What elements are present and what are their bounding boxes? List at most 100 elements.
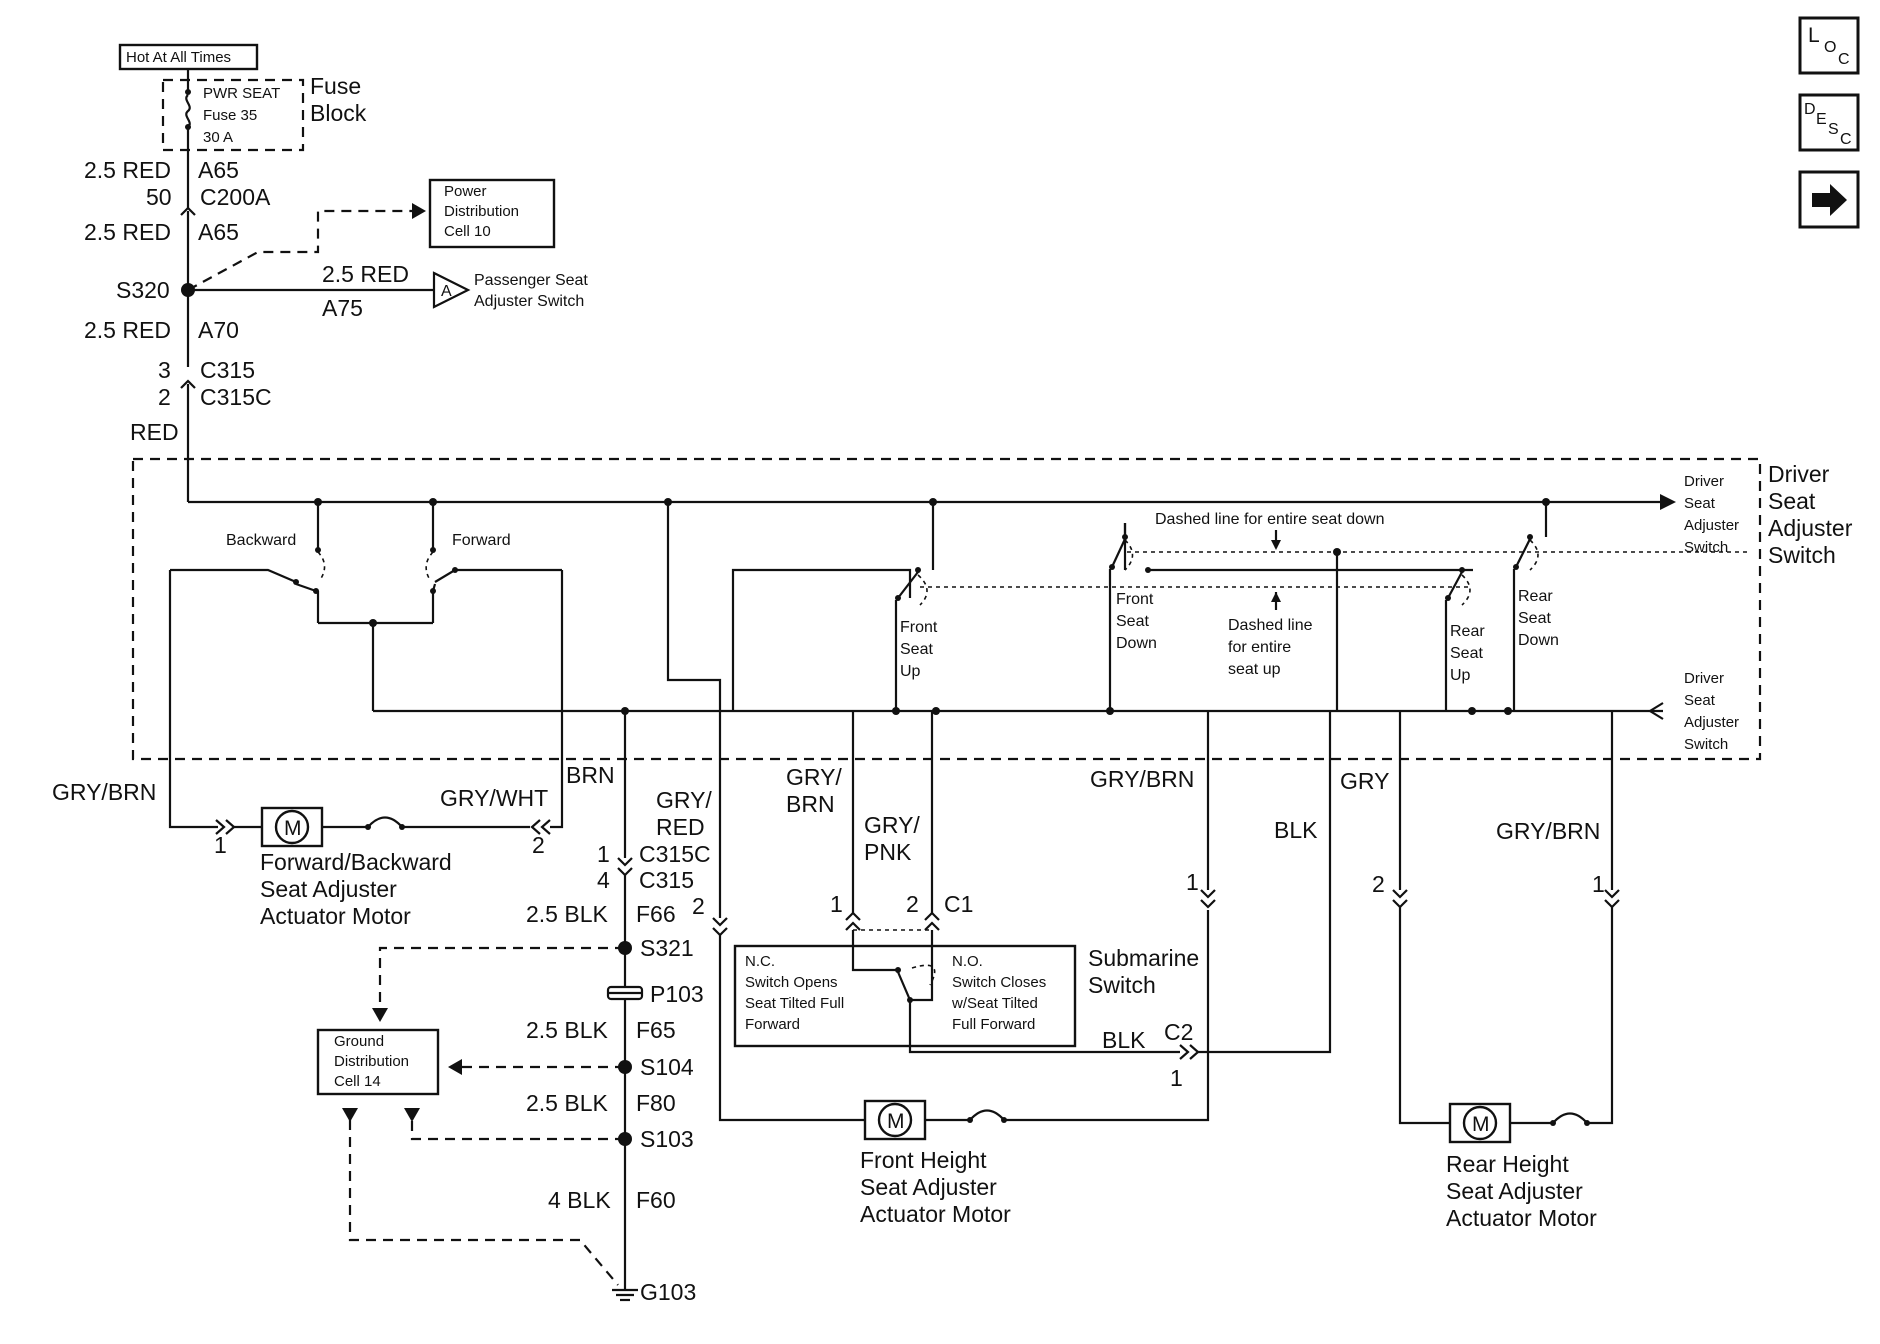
pin-rear-2: 2 [1372, 871, 1385, 897]
loc-button[interactable]: L O C [1798, 16, 1860, 75]
passenger-connector-marker: A [441, 283, 452, 300]
pin-3: 3 [158, 357, 171, 383]
front-motor-return [1004, 910, 1210, 1122]
front-seat-up-label-2: Seat [900, 641, 933, 658]
pin-sub-1: 1 [830, 891, 843, 917]
driver-switch-title-4: Switch [1768, 542, 1836, 568]
rear-seat-down-label-3: Down [1518, 632, 1559, 649]
driver-seat-switch-outline [131, 457, 1762, 761]
pin-front-1: 1 [1186, 869, 1199, 895]
splice-s321-label: S321 [640, 935, 694, 961]
driver-switch-title: Driver [1768, 461, 1830, 487]
wire-a65-bottom: 2.5 RED [84, 219, 171, 245]
wire-red-label: RED [130, 419, 179, 445]
loc-letter-o: O [1824, 39, 1836, 56]
desc-letter-s: S [1828, 121, 1839, 138]
rear-seat-down-switch[interactable] [1515, 538, 1531, 568]
rear-motor-label-3: Actuator Motor [1446, 1205, 1597, 1231]
rear-motor-feed [1398, 907, 1450, 1125]
circuit-f65: F65 [636, 1017, 676, 1043]
dashed-up-label: Dashed line [1228, 617, 1313, 634]
rear-motor-label-2: Seat Adjuster [1446, 1178, 1583, 1204]
connector-c315c-top: C315C [200, 384, 272, 410]
power-distribution-box[interactable] [428, 178, 556, 249]
power-distribution-dashed-link [187, 209, 412, 291]
front-seat-down-label-3: Down [1116, 635, 1157, 652]
desc-letter-d: D [1804, 101, 1816, 118]
dashed-up-label-2: for entire [1228, 639, 1291, 656]
fuse-name: PWR SEAT [203, 85, 280, 102]
hot-at-all-times-label: Hot At All Times [126, 49, 231, 66]
wire-gry-red-label: GRY/ [656, 787, 712, 813]
ground-symbol-g103 [612, 1288, 638, 1302]
ground-g103-label: G103 [640, 1279, 696, 1305]
circuit-a75: A75 [322, 295, 363, 321]
front-motor-breaker [969, 1109, 1005, 1121]
rear-motor-return [1587, 907, 1614, 1125]
driver-switch-title-3: Adjuster [1768, 515, 1853, 541]
desc-button[interactable]: D E S C [1798, 93, 1860, 152]
circuit-a70: A70 [198, 317, 239, 343]
sub-no-line-3: Full Forward [952, 1016, 1035, 1033]
front-seat-down-switch[interactable] [1111, 538, 1126, 568]
pin-2: 2 [158, 384, 171, 410]
ground-distribution-label-3: Cell 14 [334, 1073, 381, 1090]
pin-c315c-1: 1 [597, 841, 610, 867]
splice-s104-label: S104 [640, 1054, 694, 1080]
pin-fb-2: 2 [532, 832, 545, 858]
fuse-number: Fuse 35 [203, 107, 257, 124]
front-seat-up-switch[interactable] [897, 571, 919, 599]
submarine-label: Submarine [1088, 945, 1199, 971]
wire-gry-brn-2-label-2: BRN [786, 791, 835, 817]
wire-a75-gauge: 2.5 RED [322, 261, 409, 287]
forward-label: Forward [452, 532, 511, 549]
rear-seat-up-label-3: Up [1450, 667, 1471, 684]
arrow-top-label-3: Adjuster [1684, 517, 1739, 534]
circuit-f66: F66 [636, 901, 676, 927]
wire-gry-label: GRY [1340, 768, 1389, 794]
fuse-block-label-2: Block [310, 100, 367, 126]
next-page-button[interactable] [1798, 170, 1860, 229]
pin-front-2: 2 [692, 893, 705, 919]
circuit-a65-top: A65 [198, 157, 239, 183]
submarine-switch-contact[interactable] [896, 930, 934, 1002]
loc-letter-l: L [1808, 24, 1820, 47]
arrow-top-label: Driver [1684, 473, 1724, 490]
fb-motor-breaker [367, 816, 403, 828]
right-arrow-icon [1812, 184, 1847, 216]
pin-sub-2: 2 [906, 891, 919, 917]
wire-brn-label: BRN [566, 762, 615, 788]
circuit-f60: F60 [636, 1187, 676, 1213]
wire-gry-brn-label: GRY/BRN [52, 779, 156, 805]
connector-c315: C315 [639, 867, 694, 893]
arrow-top-label-2: Seat [1684, 495, 1716, 512]
rear-seat-up-label: Rear [1450, 623, 1485, 640]
wire-blk-label: BLK [1274, 817, 1318, 843]
sub-no-line: Switch Closes [952, 974, 1046, 991]
sub-no: N.O. [952, 953, 983, 970]
passenger-switch-label-2: Adjuster Switch [474, 293, 584, 310]
circuit-a65-bottom: A65 [198, 219, 239, 245]
fb-motor-label-3: Actuator Motor [260, 903, 411, 929]
backward-switch-contact[interactable] [170, 568, 297, 584]
rear-seat-up-switch[interactable] [1447, 571, 1463, 599]
front-motor-feed [718, 935, 865, 1122]
wire-gry-brn-4-label: GRY/BRN [1496, 818, 1600, 844]
ground-distribution-box[interactable] [316, 1028, 440, 1096]
front-motor-symbol: M [887, 1110, 905, 1133]
submarine-switch-box[interactable] [733, 944, 1077, 1048]
sub-nc-line-2: Seat Tilted Full [745, 995, 844, 1012]
connector-c1: C1 [944, 891, 973, 917]
backward-label: Backward [226, 532, 296, 549]
ground-dist-dashed-s103 [410, 1120, 625, 1141]
fb-motor-label-2: Seat Adjuster [260, 876, 397, 902]
front-seat-down-label-2: Seat [1116, 613, 1149, 630]
fuse-rating: 30 A [203, 129, 233, 146]
connector-c200a: C200A [200, 184, 271, 210]
connector-c2: C2 [1164, 1019, 1193, 1045]
internal-gry-brn-path [731, 568, 912, 711]
wire-a70-gauge: 2.5 RED [84, 317, 171, 343]
fb-motor-symbol: M [284, 817, 302, 840]
rear-motor-breaker [1552, 1112, 1588, 1124]
sub-nc-line: Switch Opens [745, 974, 838, 991]
